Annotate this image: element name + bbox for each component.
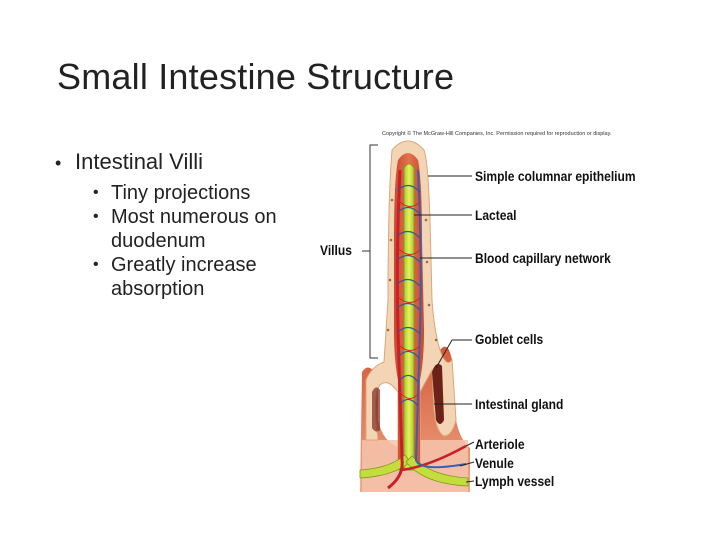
copyright-notice: Copyright © The McGraw-Hill Companies, I… [382, 131, 612, 137]
sub-bullet-text: Most numerous on duodenum [111, 206, 277, 252]
epithelium-label: Simple columnar epithelium [475, 168, 636, 184]
capillary-network [396, 184, 421, 407]
villus-bracket [362, 144, 378, 359]
capillary-network-red [396, 199, 421, 399]
bullet-list: • Intestinal Villi • Tiny projections • … [55, 148, 315, 301]
bullet-icon: • [93, 256, 99, 273]
bullet-icon: • [93, 184, 99, 201]
villus-illustration [359, 140, 475, 492]
venule-label: Venule [475, 455, 514, 471]
intestinal-gland-left [372, 387, 380, 432]
arteriole-branch [401, 444, 467, 472]
capillary-label: Blood capillary network [475, 250, 611, 266]
leader-lines [414, 175, 475, 483]
villus-label: Villus [320, 242, 352, 258]
sub-bullet-item: • Most numerous on duodenum [93, 205, 315, 253]
slide-title: Small Intestine Structure [57, 56, 455, 97]
bullet-item: • Intestinal Villi [55, 148, 315, 177]
bullet-icon: • [93, 208, 99, 225]
sub-bullet-item: • Tiny projections [93, 181, 315, 205]
sub-bullet-item: • Greatly increase absorption [93, 253, 315, 301]
sub-bullet-text: Greatly increase absorption [111, 254, 257, 300]
intestinal-gland [432, 364, 444, 424]
lacteal-vessel [403, 163, 415, 471]
arteriole-label: Arteriole [475, 436, 525, 452]
bullet-text: Intestinal Villi [75, 149, 203, 174]
lacteal-label: Lacteal [475, 207, 517, 223]
goblet-label: Goblet cells [475, 331, 544, 347]
lymph-vessel-right [405, 455, 469, 487]
lymph-label: Lymph vessel [475, 473, 555, 489]
sub-bullet-text: Tiny projections [111, 182, 251, 204]
sub-bullet-list: • Tiny projections • Most numerous on du… [93, 181, 315, 301]
bullet-icon: • [55, 153, 62, 173]
gland-label: Intestinal gland [475, 396, 564, 412]
arteriole-vessel [387, 169, 404, 490]
goblet-cells [386, 198, 438, 342]
